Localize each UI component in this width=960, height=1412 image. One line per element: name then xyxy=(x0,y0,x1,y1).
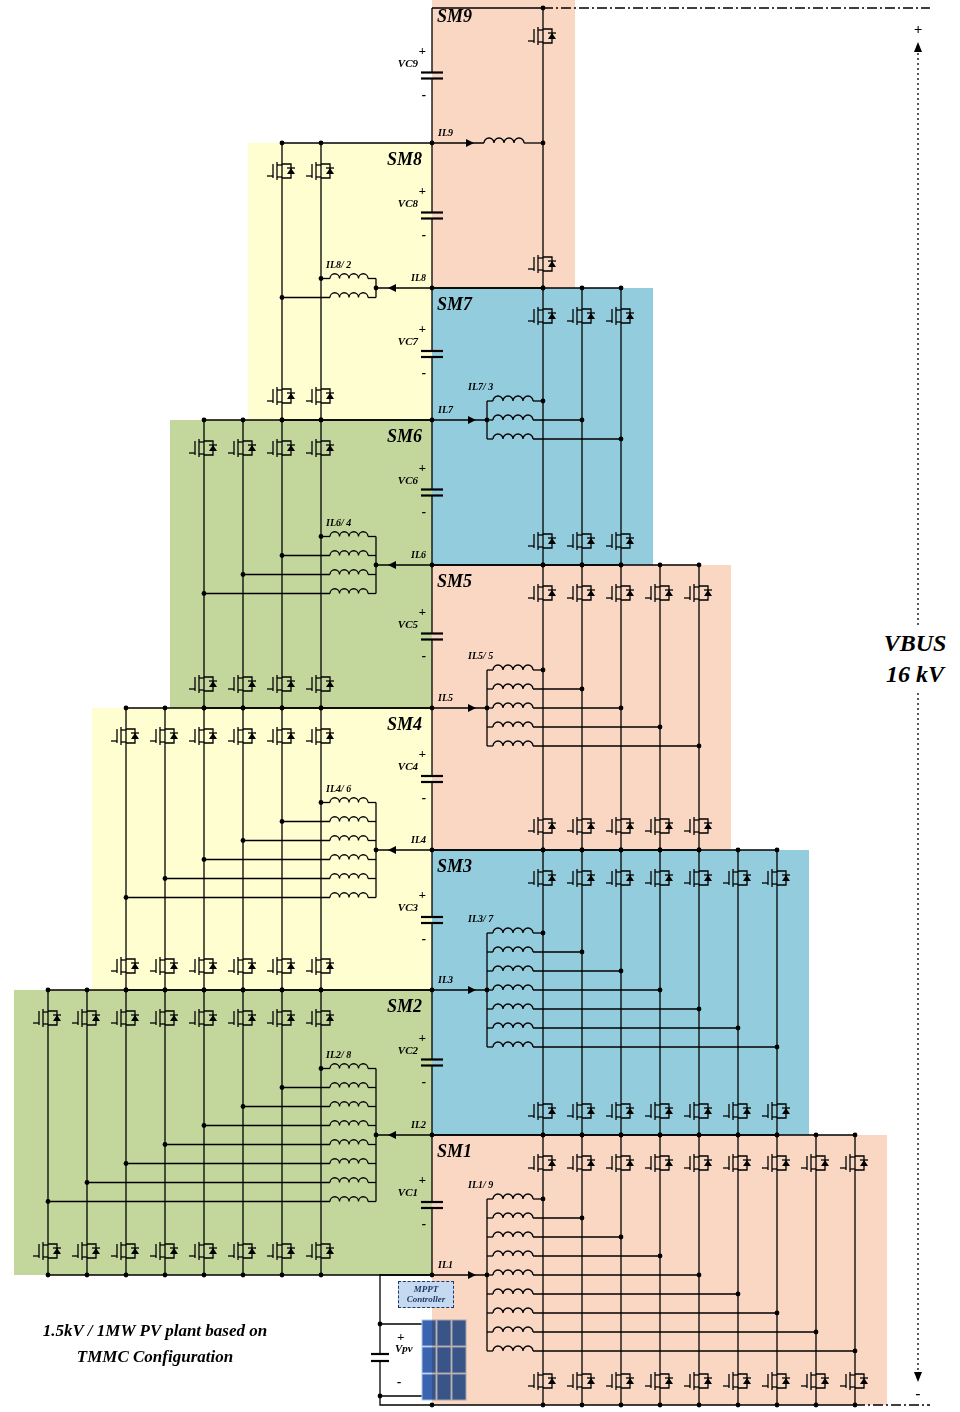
module-name: MPPT Controller xyxy=(400,1284,452,1305)
polarity-sign: - xyxy=(422,1075,426,1088)
polarity-sign: - xyxy=(914,1386,923,1401)
branch-current-label: IL2/ 8 xyxy=(326,1050,351,1060)
dimension-line xyxy=(917,48,918,1374)
module-name: SM6 xyxy=(175,427,422,447)
controller-box: MPPT Controller xyxy=(398,1281,454,1308)
branch-current-label: IL7/ 3 xyxy=(468,382,493,392)
submodule-band: SM9 xyxy=(432,0,575,288)
capacitor-voltage: VC3 xyxy=(398,902,418,913)
module-name: SM8 xyxy=(253,150,422,170)
polarity-sign: - xyxy=(422,932,426,945)
capacitor-voltage: VC4 xyxy=(398,761,418,772)
branch-current-label: IL5/ 5 xyxy=(468,651,493,661)
submodule-band: SM2 xyxy=(14,990,432,1275)
submodule-band: SM6 xyxy=(170,420,432,708)
submodule-band: SM5 xyxy=(432,565,731,850)
wire xyxy=(380,1395,422,1396)
module-name: SM5 xyxy=(437,572,721,592)
polarity-sign: - xyxy=(397,1375,401,1388)
polarity-sign: + xyxy=(912,22,925,37)
module-name: SM4 xyxy=(97,715,422,735)
dimension-arrow xyxy=(914,1372,922,1382)
polarity-sign: + xyxy=(419,747,426,760)
submodule-band: SM1 xyxy=(432,1135,887,1405)
branch-current-label: IL1/ 9 xyxy=(468,1180,493,1190)
wire xyxy=(380,1323,422,1324)
module-name: SM2 xyxy=(19,997,422,1017)
current-label: IL6 xyxy=(411,550,426,560)
submodule-band: SM4 xyxy=(92,708,432,990)
branch-current-label: IL3/ 7 xyxy=(468,914,493,924)
capacitor-voltage: VC1 xyxy=(398,1187,418,1198)
polarity-sign: - xyxy=(422,366,426,379)
polarity-sign: + xyxy=(419,184,426,197)
junction-dot xyxy=(378,1322,383,1327)
polarity-sign: + xyxy=(419,44,426,57)
module-name: SM1 xyxy=(437,1142,877,1162)
bus-voltage: VBUS 16 kV xyxy=(873,628,957,690)
submodule-band: SM7 xyxy=(432,288,653,565)
capacitor-voltage: VC6 xyxy=(398,475,418,486)
polarity-sign: - xyxy=(422,505,426,518)
polarity-sign: + xyxy=(419,605,426,618)
polarity-sign: - xyxy=(422,791,426,804)
branch-current-label: IL8/ 2 xyxy=(326,260,351,270)
current-label: IL7 xyxy=(438,405,453,415)
polarity-sign: - xyxy=(422,649,426,662)
polarity-sign: + xyxy=(419,461,426,474)
branch-current-label: IL6/ 4 xyxy=(326,518,351,528)
current-label: IL5 xyxy=(438,693,453,703)
capacitor-voltage: VC8 xyxy=(398,198,418,209)
pv-voltage: Vpv xyxy=(395,1343,413,1354)
polarity-sign: + xyxy=(419,1173,426,1186)
submodule-band: SM3 xyxy=(432,850,809,1135)
module-name: SM9 xyxy=(437,7,565,27)
capacitor-voltage: VC7 xyxy=(398,336,418,347)
capacitor-symbol xyxy=(371,1353,389,1355)
current-label: IL9 xyxy=(438,128,453,138)
capacitor-voltage: VC9 xyxy=(398,58,418,69)
current-label: IL1 xyxy=(438,1260,453,1270)
branch-current-label: IL4/ 6 xyxy=(326,784,351,794)
polarity-sign: + xyxy=(419,322,426,335)
polarity-sign: + xyxy=(397,1330,404,1343)
polarity-sign: + xyxy=(419,1031,426,1044)
caption: 1.5kV / 1MW PV plant based on TMMC Confi… xyxy=(30,1318,280,1369)
polarity-sign: + xyxy=(419,888,426,901)
current-label: IL8 xyxy=(411,273,426,283)
dimension-arrow xyxy=(914,42,922,52)
polarity-sign: - xyxy=(422,228,426,241)
polarity-sign: - xyxy=(422,1217,426,1230)
junction-dot xyxy=(378,1394,383,1399)
current-label: IL2 xyxy=(411,1120,426,1130)
current-label: IL3 xyxy=(438,975,453,985)
capacitor-voltage: VC5 xyxy=(398,619,418,630)
capacitor-voltage: VC2 xyxy=(398,1045,418,1056)
current-label: IL4 xyxy=(411,835,426,845)
bus-line xyxy=(543,7,930,8)
module-name: SM3 xyxy=(437,857,799,877)
module-name: SM7 xyxy=(437,295,643,315)
polarity-sign: - xyxy=(422,88,426,101)
submodule-band: SM8 xyxy=(248,143,432,420)
